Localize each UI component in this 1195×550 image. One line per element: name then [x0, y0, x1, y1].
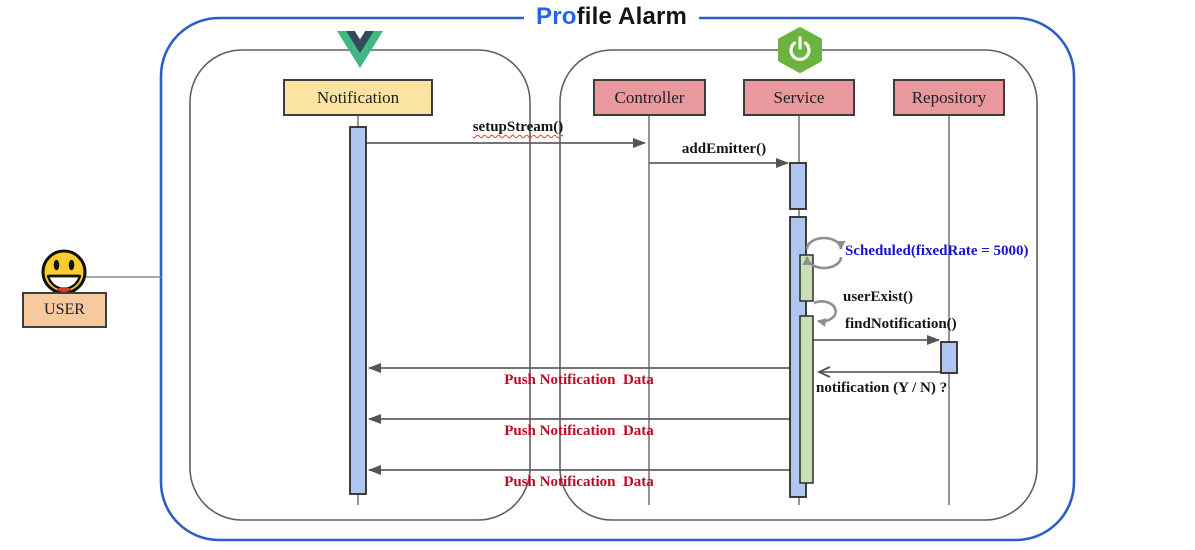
label-push-2: Push Notification Data [504, 423, 654, 439]
activation-notification [349, 126, 367, 495]
participant-notification-label: Notification [316, 87, 400, 107]
smiley-face-icon [41, 249, 87, 295]
activation-repository [940, 341, 958, 374]
page-title: Profile Alarm [524, 3, 700, 31]
actor-user-label: USER [44, 301, 85, 318]
participant-service-label: Service [773, 87, 825, 107]
label-setup-stream: setupStream() [472, 119, 564, 135]
self-loop-scheduled-icon [802, 236, 846, 270]
label-scheduled: Scheduled(fixedRate = 5000) [845, 243, 1029, 259]
label-add-emitter: addEmitter() [681, 141, 767, 157]
activation-scheduled-1 [799, 254, 814, 302]
participant-controller: Controller [593, 79, 706, 116]
self-loop-user-exist-icon [813, 300, 837, 327]
label-find-notification: findNotification() [845, 316, 957, 332]
participant-repository: Repository [893, 79, 1005, 116]
label-user-exist: userExist() [843, 289, 913, 305]
spring-boot-logo-icon [778, 27, 822, 73]
participant-service: Service [743, 79, 855, 116]
activation-service-emitter [789, 162, 807, 210]
title-rest: file Alarm [576, 3, 688, 30]
actor-user-box: USER [22, 292, 107, 328]
participant-notification: Notification [283, 79, 433, 116]
participant-repository-label: Repository [911, 87, 987, 107]
title-highlight: Pro [536, 3, 577, 30]
vue-logo-icon [336, 31, 383, 68]
participant-controller-label: Controller [614, 87, 685, 107]
label-push-3: Push Notification Data [504, 474, 654, 490]
activation-scheduled-2 [799, 315, 814, 484]
label-push-1: Push Notification Data [504, 372, 654, 388]
label-notification-return: notification (Y / N) ? [816, 380, 948, 396]
